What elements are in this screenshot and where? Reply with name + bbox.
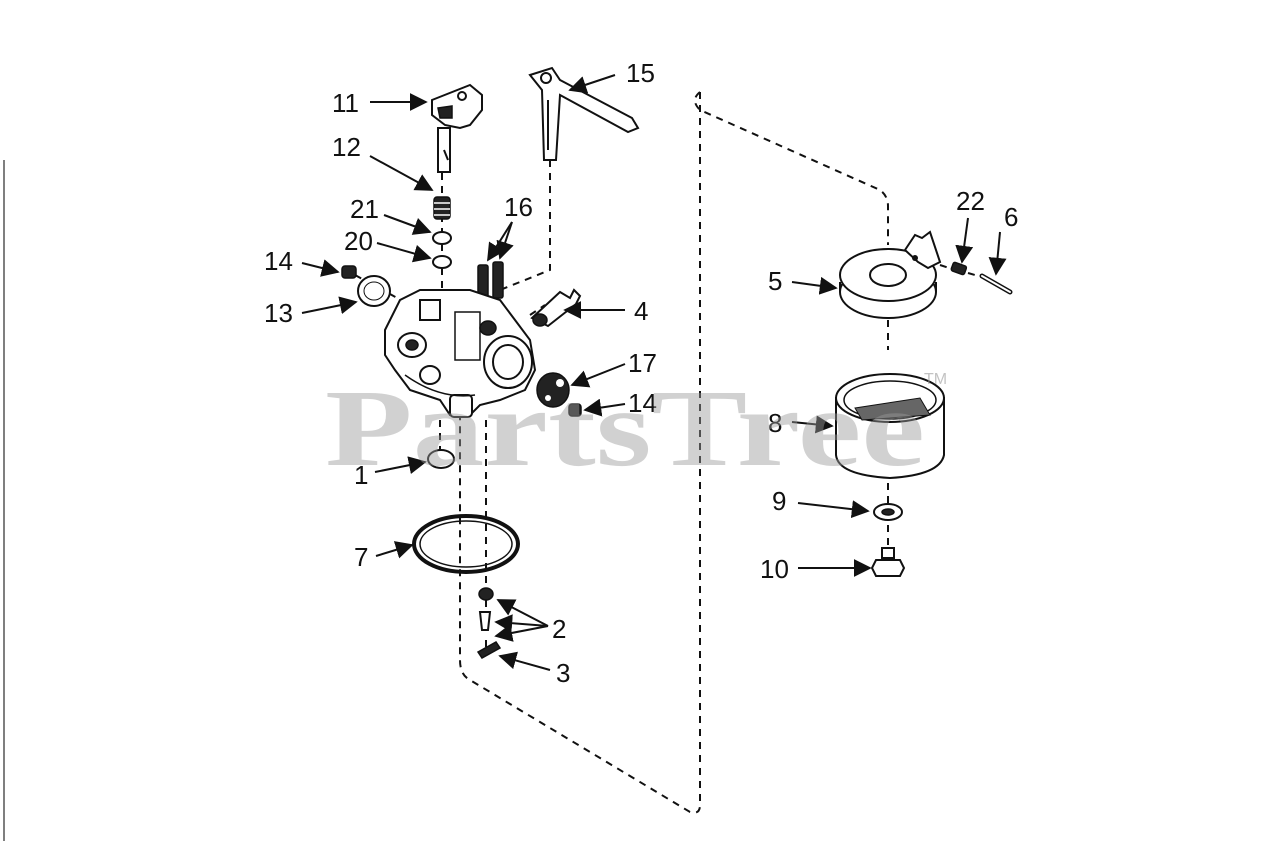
leader-lines — [301, 74, 1007, 671]
partstree-watermark: PartsTree TM — [325, 367, 947, 489]
part-6-pin — [979, 273, 1013, 295]
part-21-spring — [433, 196, 451, 220]
callout-7: 7 — [354, 542, 368, 572]
callout-10: 10 — [760, 554, 789, 584]
callout-22: 22 — [956, 186, 985, 216]
part-10-bowl-nut — [870, 547, 906, 577]
part-5-float — [839, 230, 942, 319]
callout-21: 21 — [350, 194, 379, 224]
watermark-trademark: TM — [924, 371, 947, 388]
part-15-throttle-lever — [528, 66, 640, 161]
callout-13: 13 — [264, 298, 293, 328]
part-4-fitting — [530, 288, 582, 328]
watermark-text: PartsTree — [325, 367, 925, 489]
part-16-springs — [477, 261, 504, 300]
part-8-float-bowl — [835, 373, 945, 480]
carburetor-body — [384, 289, 537, 418]
part-2-needle-set — [478, 587, 494, 631]
callout-14-upper: 14 — [264, 246, 293, 276]
callout-1: 1 — [354, 460, 368, 490]
callout-14-lower: 14 — [628, 388, 657, 418]
callout-20: 20 — [344, 226, 373, 256]
callout-4: 4 — [634, 296, 648, 326]
callout-15: 15 — [626, 58, 655, 88]
part-9-washer — [873, 503, 903, 521]
callout-labels: 11 15 12 21 20 16 14 13 4 17 14 1 7 2 3 … — [264, 58, 1018, 688]
callout-12: 12 — [332, 132, 361, 162]
callout-9: 9 — [772, 486, 786, 516]
part-17-plate — [536, 372, 570, 408]
part-22-spring — [950, 261, 968, 276]
callout-11: 11 — [332, 88, 359, 118]
alignment-line-b — [499, 160, 551, 291]
callout-8: 8 — [768, 408, 782, 438]
callout-5: 5 — [768, 266, 782, 296]
callout-3: 3 — [556, 658, 570, 688]
callout-16: 16 — [504, 192, 533, 222]
part-7-gasket — [412, 514, 520, 574]
callout-6: 6 — [1004, 202, 1018, 232]
part-11-choke-lever — [431, 83, 483, 173]
callout-17: 17 — [628, 348, 657, 378]
part-14-screw-lower — [568, 403, 582, 417]
part-3-pin — [476, 641, 502, 659]
part-13-disc — [357, 275, 391, 307]
alignment-line-f — [529, 304, 546, 316]
assembly-boundary — [459, 91, 889, 814]
part-1-seal — [427, 449, 455, 469]
part-14-screw-upper — [341, 265, 357, 279]
part-20-washer — [432, 231, 452, 269]
callout-2: 2 — [552, 614, 566, 644]
